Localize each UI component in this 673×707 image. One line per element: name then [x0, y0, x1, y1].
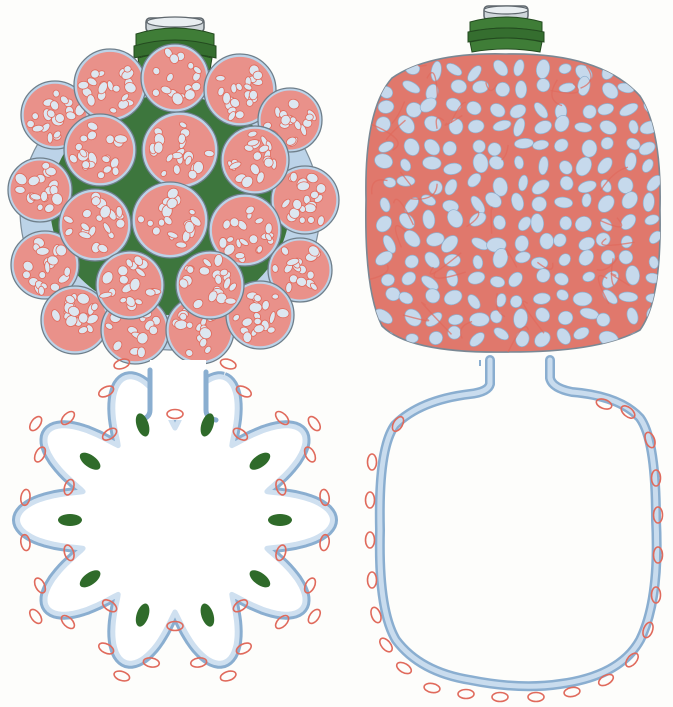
- capillary-section: [27, 414, 44, 432]
- capillary-strand: [646, 94, 664, 96]
- lobed-sac-section: [18, 360, 333, 663]
- capillary-strand: [645, 329, 656, 351]
- capillary-section: [492, 693, 508, 702]
- alveolar-pore: [397, 176, 415, 187]
- smooth-muscle-knob: [268, 514, 292, 526]
- capillary-section: [306, 607, 323, 625]
- duct-neck-right: [468, 6, 544, 52]
- alveolar-pore: [540, 233, 554, 249]
- alveolar-pore: [640, 59, 661, 79]
- capillary-section: [32, 576, 47, 594]
- smooth-muscle-knob: [58, 514, 82, 526]
- panel-bottom-left: [18, 357, 333, 683]
- capillary-section: [458, 690, 474, 699]
- capillary-section: [368, 572, 377, 588]
- capillary-section: [366, 492, 375, 508]
- panel-bottom-right: [366, 360, 663, 702]
- alveolus-lobe: [96, 251, 164, 319]
- capillary-section: [302, 445, 317, 463]
- alveoli-lobes: [8, 44, 339, 364]
- alveolus-lobe: [141, 44, 209, 112]
- capillary-section: [368, 454, 377, 470]
- alveolus-lobe: [142, 112, 218, 188]
- capillary-section: [423, 682, 440, 694]
- duct-gap: [150, 360, 206, 420]
- alveolus-lobe: [74, 49, 146, 121]
- alveolar-pore: [573, 292, 592, 306]
- capillary-section: [395, 660, 413, 676]
- alveolar-pore: [642, 324, 661, 342]
- alveolus-lobe: [221, 126, 289, 194]
- capillary-section: [32, 445, 47, 463]
- capillary-section: [306, 414, 323, 432]
- alveolar-pore: [469, 313, 489, 327]
- capillary-section: [366, 532, 375, 548]
- alveolar-pore: [473, 140, 486, 153]
- capillary-section: [219, 669, 237, 683]
- capillary-section: [27, 607, 44, 625]
- alveolar-pore: [515, 81, 526, 99]
- alveolus-lobe: [176, 251, 244, 319]
- panel-top-right: [364, 6, 664, 354]
- capillary-section: [302, 576, 317, 594]
- capillary-section: [113, 357, 131, 371]
- alveolus-lobe: [132, 182, 208, 258]
- alveolus-lobe: [64, 114, 136, 186]
- capillary-section: [219, 357, 237, 371]
- smooth-sac-section: [380, 360, 657, 686]
- alveolus-lobe: [59, 189, 131, 261]
- capillary-section: [528, 693, 544, 702]
- alveolar-pore: [378, 62, 399, 76]
- capillary-section: [113, 669, 131, 683]
- panel-top-left: [8, 17, 339, 364]
- alveolar-pore: [625, 67, 636, 80]
